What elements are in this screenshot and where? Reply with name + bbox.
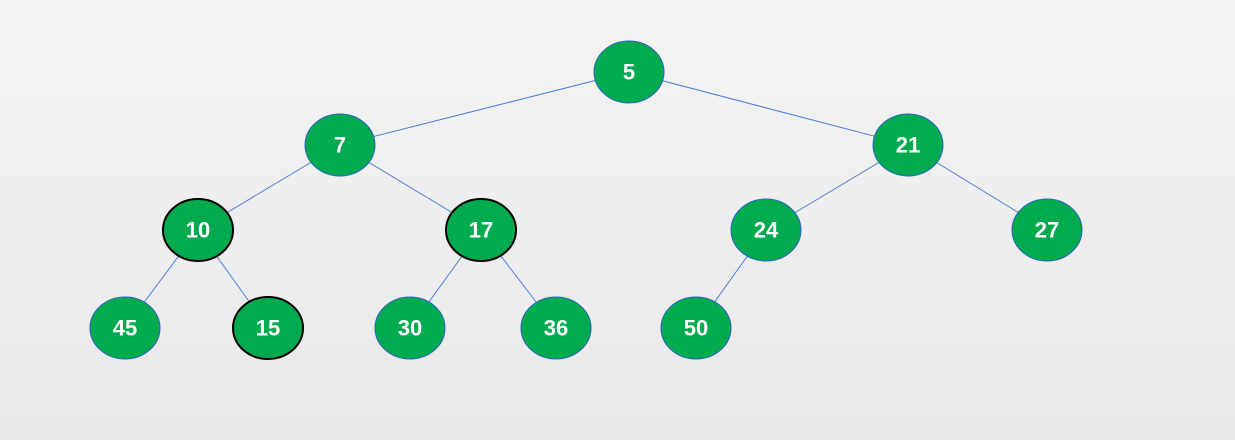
node-circle-30 bbox=[374, 296, 446, 360]
edge-n5-n21 bbox=[628, 71, 909, 146]
tree-node-5: 5 bbox=[593, 40, 665, 104]
node-label-36: 36 bbox=[544, 316, 568, 341]
node-label-24: 24 bbox=[754, 218, 779, 243]
node-circle-15 bbox=[232, 296, 304, 360]
node-label-45: 45 bbox=[113, 316, 137, 341]
node-layer: 5 7 21 10 17 24 27 45 15 30 36 50 bbox=[89, 40, 1083, 360]
node-circle-5 bbox=[593, 40, 665, 104]
tree-node-27: 27 bbox=[1011, 198, 1083, 262]
tree-node-21: 21 bbox=[872, 113, 944, 177]
tree-node-30: 30 bbox=[374, 296, 446, 360]
tree-node-7: 7 bbox=[304, 113, 376, 177]
node-circle-10 bbox=[162, 198, 234, 262]
node-circle-24 bbox=[730, 198, 802, 262]
node-label-21: 21 bbox=[896, 133, 920, 158]
node-label-7: 7 bbox=[334, 133, 346, 158]
tree-node-45: 45 bbox=[89, 296, 161, 360]
node-circle-36 bbox=[520, 296, 592, 360]
node-label-5: 5 bbox=[623, 60, 635, 85]
node-circle-17 bbox=[445, 198, 517, 262]
node-circle-21 bbox=[872, 113, 944, 177]
node-circle-7 bbox=[304, 113, 376, 177]
node-label-27: 27 bbox=[1035, 218, 1059, 243]
tree-node-17: 17 bbox=[445, 198, 517, 262]
tree-node-15: 15 bbox=[232, 296, 304, 360]
edge-layer bbox=[124, 71, 1048, 329]
node-circle-45 bbox=[89, 296, 161, 360]
node-label-10: 10 bbox=[186, 218, 210, 243]
node-label-50: 50 bbox=[684, 316, 708, 341]
node-circle-50 bbox=[660, 296, 732, 360]
tree-node-10: 10 bbox=[162, 198, 234, 262]
node-label-17: 17 bbox=[469, 218, 493, 243]
tree-node-50: 50 bbox=[660, 296, 732, 360]
tree-node-36: 36 bbox=[520, 296, 592, 360]
node-circle-27 bbox=[1011, 198, 1083, 262]
edge-n5-n7 bbox=[339, 71, 630, 146]
node-label-30: 30 bbox=[398, 316, 422, 341]
tree-node-24: 24 bbox=[730, 198, 802, 262]
node-label-15: 15 bbox=[256, 316, 280, 341]
